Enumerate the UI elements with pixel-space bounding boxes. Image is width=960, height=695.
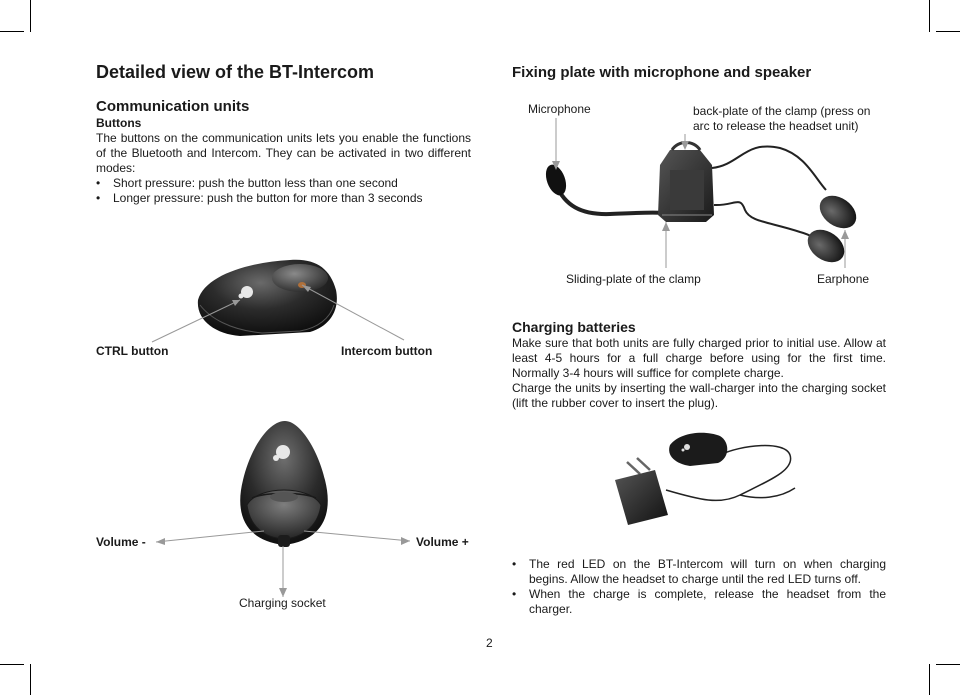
- crop-mark: [936, 31, 960, 32]
- charging-list: The red LED on the BT-Intercom will turn…: [512, 557, 886, 617]
- crop-mark: [929, 664, 930, 695]
- list-item: The red LED on the BT-Intercom will turn…: [512, 557, 886, 587]
- list-item: Longer pressure: push the button for mor…: [96, 191, 471, 206]
- crop-mark: [30, 0, 31, 32]
- crop-mark: [30, 664, 31, 695]
- section-title: Communication units: [96, 98, 250, 115]
- back-plate-label: back-plate of the clamp (press on arc to…: [693, 104, 871, 133]
- intercom-button-label: Intercom button: [341, 344, 433, 358]
- modes-list: Short pressure: push the button less tha…: [96, 176, 471, 206]
- charging-paragraph-1: Make sure that both units are fully char…: [512, 336, 886, 380]
- microphone-label: Microphone: [528, 102, 591, 116]
- crop-mark: [0, 31, 24, 32]
- crop-mark: [0, 664, 24, 665]
- ctrl-button-label: CTRL button: [96, 344, 169, 358]
- subsection-title: Buttons: [96, 116, 142, 130]
- communication-units-section: Communication units Buttons The buttons …: [96, 98, 471, 206]
- list-item: When the charge is complete, release the…: [512, 587, 886, 617]
- buttons-paragraph: The buttons on the communication units l…: [96, 131, 471, 175]
- charging-title: Charging batteries: [512, 319, 636, 335]
- volume-plus-label: Volume +: [416, 535, 469, 549]
- list-item: Short pressure: push the button less tha…: [96, 176, 471, 191]
- charging-paragraph-2: Charge the units by inserting the wall-c…: [512, 381, 886, 410]
- sliding-plate-label: Sliding-plate of the clamp: [566, 272, 701, 286]
- charging-socket-label: Charging socket: [239, 596, 326, 610]
- crop-mark: [936, 664, 960, 665]
- volume-minus-label: Volume -: [96, 535, 146, 549]
- charging-section: Charging batteries Make sure that both u…: [512, 318, 886, 411]
- fixing-plate-title: Fixing plate with microphone and speaker: [512, 64, 812, 81]
- earphone-label: Earphone: [817, 272, 870, 286]
- charging-instructions: The red LED on the BT-Intercom will turn…: [512, 557, 886, 617]
- crop-mark: [929, 0, 930, 32]
- page-title: Detailed view of the BT-Intercom: [96, 62, 375, 82]
- page-number: 2: [486, 636, 493, 650]
